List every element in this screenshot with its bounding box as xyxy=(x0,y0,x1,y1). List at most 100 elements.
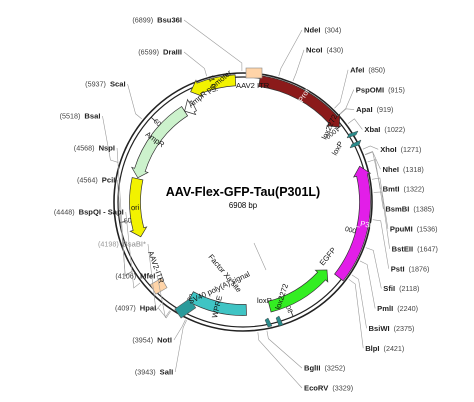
label-loxp-top: loxP xyxy=(330,140,345,157)
site-name[interactable]: BstEII xyxy=(392,244,414,253)
bp-tick-label: 2000 xyxy=(344,224,361,235)
site-position: (3329) xyxy=(332,384,353,393)
site-name[interactable]: NcoI xyxy=(306,45,322,54)
site-name[interactable]: NheI xyxy=(382,165,398,174)
site-name[interactable]: BsaBI* xyxy=(123,240,146,249)
site-leader xyxy=(347,118,363,130)
site-name[interactable]: NdeI xyxy=(304,26,320,35)
lox2272-top-marker[interactable] xyxy=(349,139,362,149)
loxp-top-marker[interactable] xyxy=(346,130,359,139)
site-name[interactable]: BmtI xyxy=(383,185,400,194)
site-position: (2375) xyxy=(394,324,415,333)
site-leader xyxy=(102,115,119,163)
site-position: (3252) xyxy=(324,364,345,373)
site-name[interactable]: BsmBI xyxy=(385,205,409,214)
site-position: (304) xyxy=(324,26,341,35)
site-position: (850) xyxy=(368,65,385,74)
site-position: (3954) xyxy=(132,336,153,345)
site-leader xyxy=(158,307,171,319)
site-name[interactable]: PspOMI xyxy=(356,85,384,94)
site-name[interactable]: BglII xyxy=(304,364,320,373)
site-leader xyxy=(278,29,303,77)
site-name[interactable]: Bsu36I xyxy=(157,16,182,25)
aav2-itr-left-box[interactable] xyxy=(149,277,168,295)
site-leader xyxy=(183,19,243,72)
site-name[interactable]: BspQI - SapI xyxy=(79,208,124,217)
feature-egfp[interactable] xyxy=(267,269,329,313)
site-position: (430) xyxy=(326,45,343,54)
sv40-polya-box[interactable] xyxy=(174,298,197,319)
restriction-site-layer: NdeI (304) NcoI (430) AfeI (850) PspOMI (915) Ap… xyxy=(54,16,438,393)
site-name[interactable]: PstI xyxy=(391,264,405,273)
plasmid-name: AAV-Flex-GFP-Tau(P301L) xyxy=(166,185,320,199)
site-leader xyxy=(157,275,171,319)
site-position: (6899) xyxy=(132,16,153,25)
site-name[interactable]: BsiWI xyxy=(369,324,390,333)
site-position: (915) xyxy=(388,85,405,94)
site-leader xyxy=(266,330,303,369)
site-position: (1022) xyxy=(384,125,405,134)
bp-tick xyxy=(150,116,156,122)
site-position: (1536) xyxy=(417,224,438,233)
site-leader xyxy=(364,151,381,170)
site-name[interactable]: SfiI xyxy=(383,284,395,293)
site-leader xyxy=(117,179,133,277)
site-name[interactable]: XhoI xyxy=(380,145,396,154)
site-name[interactable]: PciI xyxy=(102,176,116,185)
label-aav2-itr-top: AAV2 ITR xyxy=(236,81,270,90)
factor-xa-leader xyxy=(253,242,267,271)
site-leader xyxy=(367,159,384,210)
site-leader xyxy=(174,320,187,373)
site-position: (1271) xyxy=(401,145,422,154)
site-name[interactable]: MfeI xyxy=(140,272,155,281)
feature-tau-p301l[interactable] xyxy=(334,165,372,282)
site-name[interactable]: PmlI xyxy=(377,304,393,313)
site-position: (4106) xyxy=(115,272,136,281)
site-name[interactable]: EcoRV xyxy=(304,384,329,393)
feature-label-f1-ori: f1 ori xyxy=(206,74,219,93)
loxp-bottom-marker[interactable] xyxy=(264,317,273,328)
feature-cag-promoter[interactable] xyxy=(258,75,341,128)
site-position: (1322) xyxy=(404,185,425,194)
feature-ori[interactable] xyxy=(129,177,148,238)
site-position: (1385) xyxy=(413,205,434,214)
site-leader xyxy=(257,332,303,389)
site-leader xyxy=(351,274,367,329)
site-name[interactable]: NspI xyxy=(99,144,115,153)
site-leader xyxy=(173,319,186,341)
site-position: (5937) xyxy=(85,80,106,89)
site-leader xyxy=(348,279,364,349)
site-position: (2118) xyxy=(399,284,419,293)
site-name[interactable]: PpuMI xyxy=(390,224,413,233)
site-name[interactable]: DraIII xyxy=(163,48,182,57)
label-loxp-bottom: loxP xyxy=(257,296,272,305)
site-name[interactable]: NotI xyxy=(157,336,172,345)
lox2272-bottom-marker[interactable] xyxy=(275,315,284,327)
site-leader xyxy=(365,247,382,289)
feature-label-ori: ori xyxy=(131,203,140,212)
site-name[interactable]: AfeI xyxy=(350,65,364,74)
site-leader xyxy=(373,191,390,249)
site-name[interactable]: SalI xyxy=(160,368,174,377)
bp-tick xyxy=(290,310,294,317)
site-name[interactable]: ScaI xyxy=(110,80,126,89)
site-name[interactable]: BsaI xyxy=(84,112,100,121)
site-name[interactable]: ApaI xyxy=(356,105,372,114)
backbone-outer xyxy=(113,72,373,332)
site-position: (4564) xyxy=(77,176,98,185)
site-name[interactable]: XbaI xyxy=(364,125,380,134)
feature-wpre[interactable] xyxy=(187,291,247,316)
site-name[interactable]: BlpI xyxy=(365,344,379,353)
site-position: (2240) xyxy=(397,304,418,313)
site-position: (3943) xyxy=(135,368,156,377)
site-name[interactable]: HpaI xyxy=(140,304,156,313)
label-egfp: EGFP xyxy=(318,246,338,268)
feature-f1-ori[interactable] xyxy=(190,74,237,97)
feature-ampr-promoter[interactable] xyxy=(184,98,197,116)
aav2-itr-top-box[interactable] xyxy=(245,67,263,79)
site-leader xyxy=(183,51,207,77)
site-position: (4097) xyxy=(115,304,136,313)
site-position: (4568) xyxy=(74,144,95,153)
